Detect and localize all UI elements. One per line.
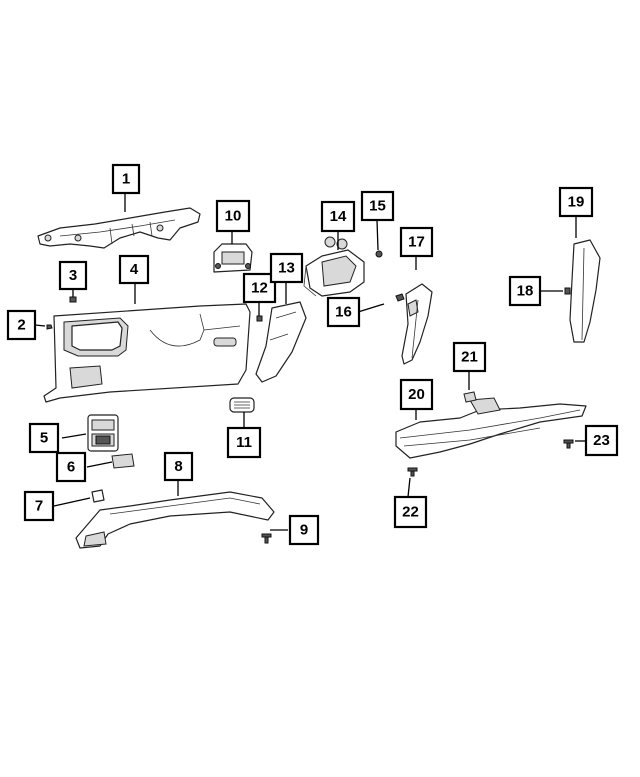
part-8-duct [75,491,275,549]
part-16-clip [395,293,405,302]
callout-19: 19 [558,186,594,218]
part-21-clip [463,391,477,403]
svg-text:23: 23 [593,432,610,449]
callout-23: 23 [584,424,619,457]
part-3-clip [69,296,77,303]
callout-9: 9 [288,514,320,546]
callout-4: 4 [118,254,150,285]
callout-15: 15 [360,190,395,222]
svg-text:6: 6 [67,459,75,476]
callout-8: 8 [163,451,194,482]
callout-17: 17 [399,226,434,258]
callout-10: 10 [215,199,251,233]
part-23-fastener [563,439,574,449]
part-13-trim [255,301,307,383]
svg-text:11: 11 [236,434,252,451]
svg-text:17: 17 [408,234,425,251]
part-14-module [303,236,365,297]
part-20-sill-plate [395,397,587,459]
svg-text:18: 18 [517,283,534,300]
svg-text:15: 15 [369,198,386,215]
part-5-switch-bank [87,414,119,452]
part-6-cover [111,453,135,469]
callout-6: 6 [55,451,87,483]
callout-16: 16 [326,296,361,328]
callout-11: 11 [226,426,262,459]
callout-5: 5 [28,422,60,454]
part-17-pillar-trim [401,283,433,365]
part-11-vent [229,397,255,413]
callout-7: 7 [23,490,55,522]
callout-18: 18 [508,275,542,307]
callout-22: 22 [393,495,428,529]
callout-2: 2 [6,309,37,341]
part-7-clip [91,489,105,503]
svg-text:2: 2 [17,317,25,334]
part-22-fastener [407,467,418,477]
callout-12: 12 [242,272,277,304]
svg-text:20: 20 [408,386,425,403]
svg-text:1: 1 [122,171,130,188]
svg-text:19: 19 [568,194,585,211]
svg-text:10: 10 [225,208,242,225]
svg-text:22: 22 [402,504,419,521]
callout-21: 21 [452,341,487,373]
callout-3: 3 [58,260,88,291]
part-1-reinforcement [37,207,201,249]
svg-text:16: 16 [335,304,352,321]
svg-text:12: 12 [251,280,268,297]
part-4-lower-panel [43,303,251,403]
callout-14: 14 [320,200,356,233]
leader-lines [34,193,586,531]
svg-text:9: 9 [300,522,308,539]
svg-text:7: 7 [35,498,43,515]
part-10-module [213,243,253,273]
callout-20: 20 [399,378,434,411]
part-12-clip [256,315,263,322]
svg-text:3: 3 [69,267,77,284]
part-9-fastener [261,533,272,544]
svg-text:8: 8 [174,458,182,475]
svg-text:21: 21 [461,349,478,366]
callout-13: 13 [269,252,304,284]
svg-text:5: 5 [40,430,48,447]
callout-1: 1 [111,163,141,195]
part-18-clip [564,287,571,295]
part-15-nut [375,250,383,258]
svg-text:14: 14 [330,208,347,225]
part-19-pillar-trim [569,239,601,343]
svg-text:13: 13 [278,260,295,277]
svg-text:4: 4 [130,261,139,278]
part-2-clip [46,324,53,330]
